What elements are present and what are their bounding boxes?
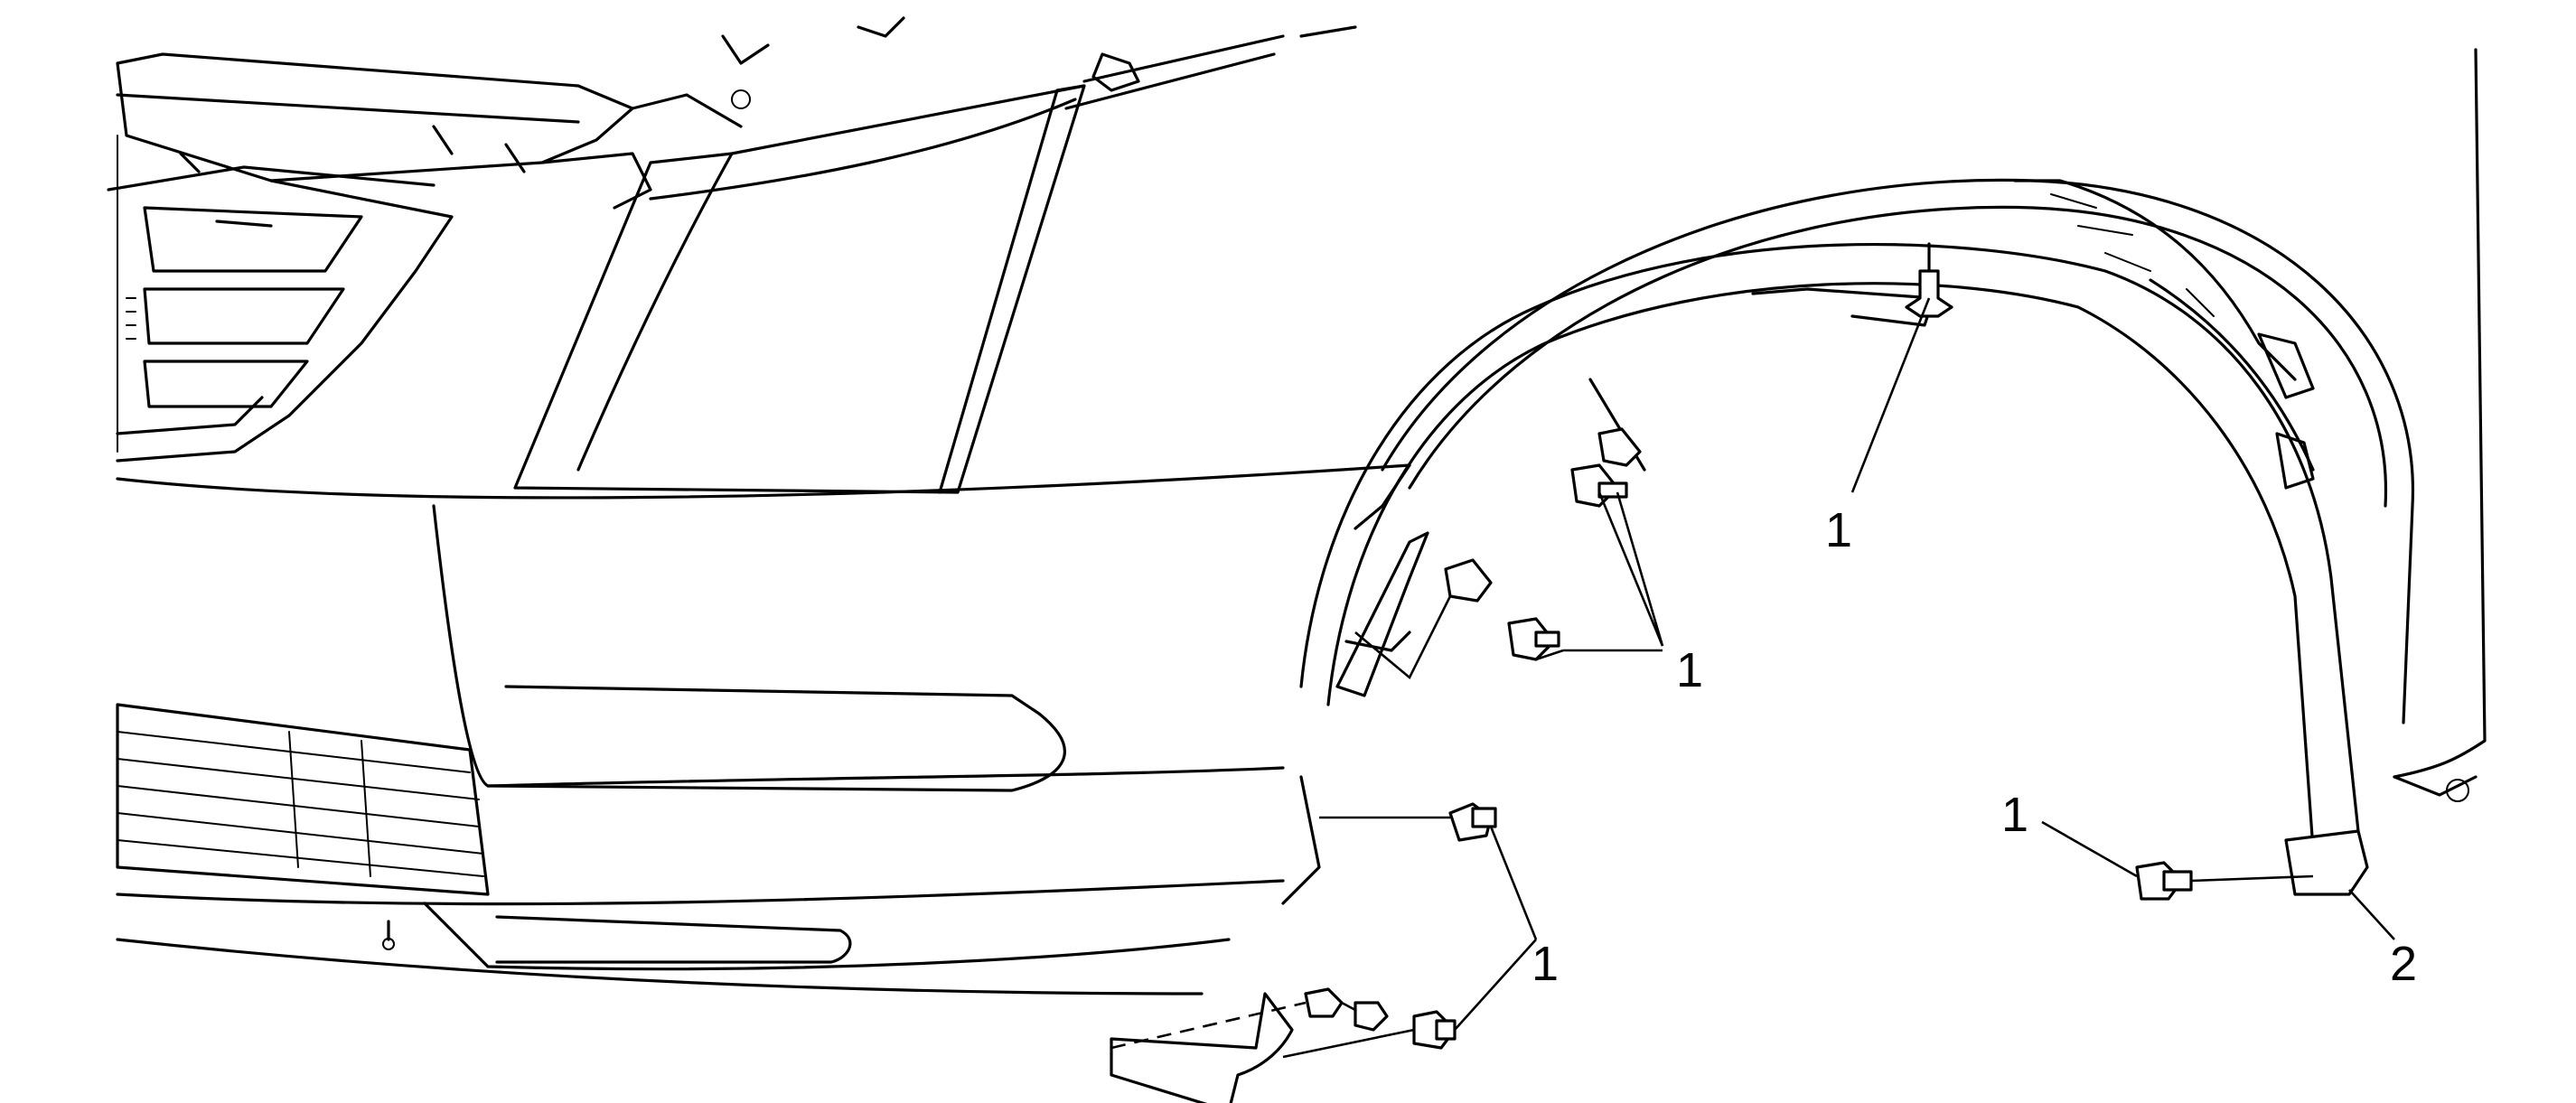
- headlamp: [513, 84, 1086, 494]
- leader-lines: [1110, 297, 2395, 1059]
- fastener: [1570, 463, 1628, 508]
- front-fascia: [116, 463, 1411, 996]
- fastener: [1412, 1010, 1457, 1050]
- fastener: [1597, 427, 1642, 467]
- fastener: [1448, 802, 1497, 842]
- grille-assembly: [107, 16, 1357, 463]
- callouts: 1 1 1 1 2: [1532, 503, 2417, 991]
- fastener: [1304, 987, 1344, 1018]
- callout-1-top: 1: [1825, 503, 1852, 557]
- fastener: [1905, 242, 1953, 318]
- fastener: [1444, 558, 1493, 603]
- fasteners: [1304, 242, 2193, 1050]
- wheelhouse-liner: [1110, 179, 2369, 1103]
- fender: [1381, 48, 2487, 802]
- fastener: [2135, 861, 2193, 901]
- callout-1-upper-arch: 1: [1676, 643, 1703, 697]
- fastener: [1354, 1001, 1389, 1032]
- callout-2-liner: 2: [2390, 937, 2417, 991]
- callout-1-rear: 1: [2001, 788, 2028, 842]
- callout-1-lower-front: 1: [1532, 937, 1559, 991]
- fastener: [1507, 617, 1560, 661]
